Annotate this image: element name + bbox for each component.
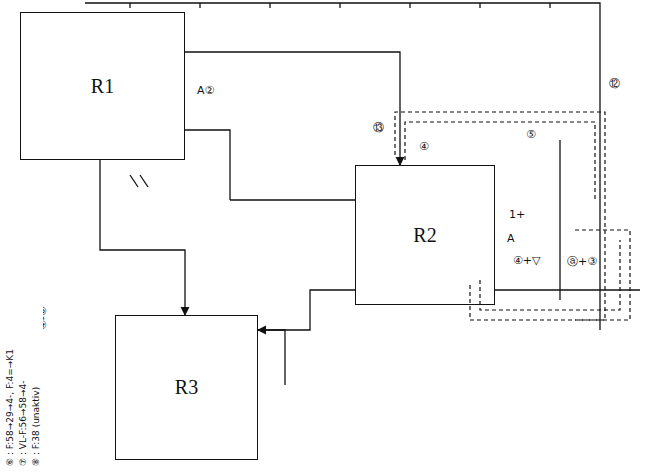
callout-number: ⓐ+③	[566, 254, 598, 269]
dashed-route	[480, 240, 620, 310]
callout-number: A	[506, 232, 516, 245]
region-name: R1	[91, 75, 114, 98]
callout-number: ⑤	[525, 128, 537, 141]
region-name: R2	[413, 224, 436, 247]
region-name: R3	[175, 376, 198, 399]
wire-connector	[185, 52, 400, 165]
wire	[559, 140, 560, 300]
callout-number: ④	[418, 140, 430, 153]
region-box: R1	[20, 12, 185, 160]
arrow-mark	[130, 175, 148, 187]
outer-wire	[85, 3, 600, 330]
note-text: ⑧ : F:38 (unaktiv)	[30, 296, 43, 466]
note-text: ⑥ : F:58→29→4-, F:4=→K1	[4, 296, 17, 466]
wire-connector	[258, 290, 355, 330]
dashed-route	[470, 230, 630, 320]
callout-number: ⑫	[608, 76, 621, 91]
dashed-route	[395, 112, 605, 320]
callout-number: ④+▽	[512, 254, 542, 267]
callout-number: A②	[196, 84, 215, 97]
wire	[230, 199, 355, 200]
wire-connector	[100, 160, 185, 315]
region-box: R2	[355, 165, 495, 305]
wire	[258, 330, 285, 385]
callout-number: 1+	[508, 208, 526, 221]
region-box: R3	[115, 315, 258, 460]
note-text: ⑦ : VL-F:56→58→4-	[17, 296, 30, 466]
wire	[185, 130, 230, 200]
dashed-route	[405, 122, 595, 200]
wire	[495, 289, 640, 290]
callout-number: ⑬	[372, 120, 385, 135]
tick-marks	[130, 3, 550, 8]
